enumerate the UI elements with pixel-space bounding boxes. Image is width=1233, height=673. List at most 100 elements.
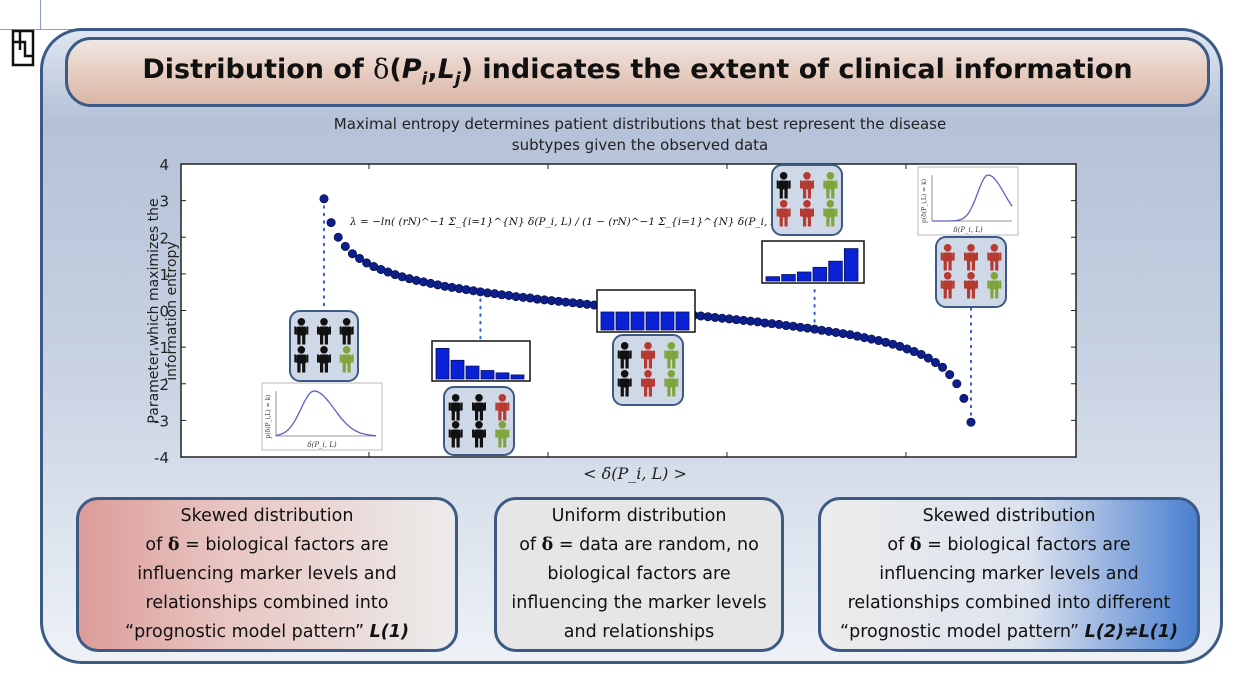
patient-group-left-people <box>294 318 354 373</box>
person-leg-icon <box>342 335 346 345</box>
person-head-icon <box>943 244 952 252</box>
person-arm-icon <box>306 354 309 363</box>
person-arm-icon <box>484 429 486 438</box>
card-skewed-right: Skewed distribution of δ = biological fa… <box>818 497 1200 652</box>
person-arm-icon <box>999 252 1002 261</box>
person-leg-icon <box>451 438 455 448</box>
subtitle-line2: subtypes given the observed data <box>511 136 769 154</box>
person-torso-icon <box>296 354 307 364</box>
person-arm-icon <box>317 354 319 363</box>
title-l: L <box>437 54 455 86</box>
person-arm-icon <box>617 350 620 359</box>
data-point <box>966 417 976 427</box>
person-torso-icon <box>319 326 329 336</box>
distribution-bar <box>495 372 510 380</box>
y-tick-label: 0 <box>159 303 169 321</box>
title-prefix: Distribution of <box>142 54 374 86</box>
person-leg-icon <box>672 387 676 397</box>
person-arm-icon <box>976 252 978 261</box>
title-l-sub: j <box>454 69 461 90</box>
distribution-bar <box>781 274 796 282</box>
person-leg-icon <box>967 289 971 299</box>
person-leg-icon <box>320 335 324 345</box>
density-plot-right <box>917 166 1019 236</box>
person-torso-icon <box>778 208 789 218</box>
card-right-line2-rest: = biological factors are <box>921 535 1131 555</box>
person-arm-icon <box>329 326 331 335</box>
card-right-line3: influencing marker levels and <box>879 564 1139 584</box>
person-arm-icon <box>653 350 655 359</box>
person-leg-icon <box>625 387 629 397</box>
person-leg-icon <box>784 189 788 199</box>
person-leg-icon <box>342 363 346 373</box>
person-arm-icon <box>484 402 486 411</box>
person-head-icon <box>943 272 952 280</box>
person-head-icon <box>826 172 835 180</box>
data-point <box>923 353 933 363</box>
person-head-icon <box>451 394 460 402</box>
chart-subtitle: Maximal entropy determines patient distr… <box>230 114 1050 156</box>
card-left-of: of <box>145 535 168 555</box>
person-arm-icon <box>317 326 319 335</box>
person-torso-icon <box>474 429 484 439</box>
entropy-formula: λ = −ln( (rN)^−1 Σ_{i=1}^{N} δ(P_i, L) /… <box>349 216 793 228</box>
person-torso-icon <box>643 378 653 388</box>
person-torso-icon <box>778 180 789 190</box>
person-arm-icon <box>294 354 297 363</box>
y-tick-label: 1 <box>159 266 169 284</box>
person-leg-icon <box>498 411 502 421</box>
y-tick-label: -3 <box>154 412 169 430</box>
distribution-bar <box>828 260 843 282</box>
person-head-icon <box>620 370 629 378</box>
person-arm-icon <box>823 208 826 217</box>
person-arm-icon <box>976 280 978 289</box>
person-leg-icon <box>620 359 624 369</box>
person-leg-icon <box>302 335 306 345</box>
person-head-icon <box>342 346 351 354</box>
person-head-icon <box>779 200 788 208</box>
person-arm-icon <box>987 280 990 289</box>
card-left-line2: of δ = biological factors are <box>125 531 409 560</box>
data-point <box>347 249 357 259</box>
card-mid-line4: influencing the marker levels <box>511 593 767 613</box>
distribution-bar <box>660 311 675 331</box>
person-arm-icon <box>823 180 826 189</box>
distribution-bar <box>675 311 690 331</box>
person-leg-icon <box>324 363 328 373</box>
card-left-line1: Skewed distribution <box>180 506 354 526</box>
card-left-l1: L(1) <box>369 622 409 642</box>
x-axis-label: < δ(P_i, L) > <box>583 464 687 483</box>
person-head-icon <box>667 370 676 378</box>
person-leg-icon <box>620 387 624 397</box>
person-arm-icon <box>653 378 655 387</box>
person-arm-icon <box>835 180 838 189</box>
person-leg-icon <box>302 363 306 373</box>
person-leg-icon <box>943 261 947 271</box>
person-torso-icon <box>942 280 953 290</box>
person-arm-icon <box>617 378 620 387</box>
person-arm-icon <box>999 280 1002 289</box>
person-arm-icon <box>448 402 451 411</box>
person-arm-icon <box>952 252 955 261</box>
page-title: Distribution of δ(Pi,Lj) indicates the e… <box>142 54 1132 89</box>
person-leg-icon <box>948 289 952 299</box>
person-arm-icon <box>351 326 354 335</box>
person-leg-icon <box>803 217 807 227</box>
person-leg-icon <box>644 359 648 369</box>
person-arm-icon <box>664 378 667 387</box>
card-mid-line1: Uniform distribution <box>551 506 727 526</box>
card-left-delta: δ <box>167 535 180 555</box>
data-point <box>319 194 329 204</box>
density-y-label: p(δ(P_i,L) = k) <box>265 394 272 438</box>
person-leg-icon <box>456 438 460 448</box>
data-point <box>340 241 350 251</box>
card-uniform: Uniform distribution of δ = data are ran… <box>494 497 784 652</box>
card-mid-line3: biological factors are <box>547 564 731 584</box>
person-arm-icon <box>676 378 679 387</box>
card-skewed-left: Skewed distribution of δ = biological fa… <box>76 497 458 652</box>
person-arm-icon <box>964 280 966 289</box>
person-arm-icon <box>629 378 632 387</box>
person-leg-icon <box>831 189 835 199</box>
person-leg-icon <box>479 438 483 448</box>
